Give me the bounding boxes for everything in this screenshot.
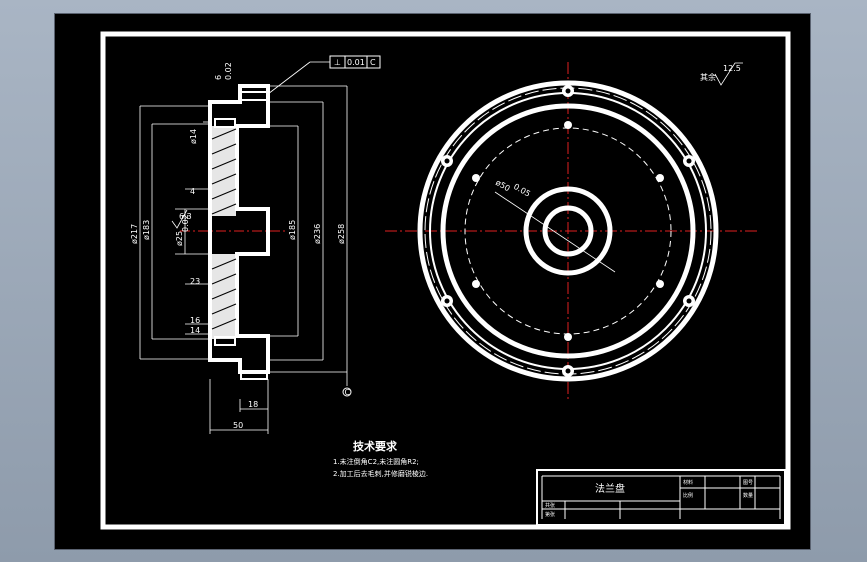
tb-cell-5: 共张 (545, 502, 555, 509)
dim-top-6: 6 (214, 75, 223, 80)
section-hole-lower (214, 336, 236, 346)
gdt-datum: C (370, 58, 376, 67)
dim-d258: ø258 (337, 224, 346, 244)
boss-circle (523, 186, 613, 276)
hub-outer-circle (440, 103, 696, 359)
tb-cell-1: 材料 (683, 479, 693, 486)
dim-d25: ø25 (175, 231, 184, 246)
part-name: 法兰盘 (595, 482, 625, 495)
leader-d50 (494, 191, 616, 273)
section-bolt-hole-bottom (240, 370, 268, 380)
dim-d25-tol: 0.02 (181, 214, 190, 232)
gdt-frame (329, 55, 381, 69)
drawing-sheet: C ⊥ 0.01 C ø217 ø183 ø185 ø236 ø258 ø14 … (55, 14, 810, 549)
tech-req-line-2: 2.加工后去毛刺,并修磨锐棱边. (333, 469, 428, 478)
title-block: 法兰盘 材料 比例 图号 数量 共张 第张 (536, 469, 786, 526)
dim-d14: ø14 (189, 129, 198, 144)
dim-d185: ø185 (288, 220, 297, 240)
roughness-symbol-small (171, 209, 188, 229)
tb-cell-2: 比例 (683, 492, 693, 499)
flange-section-outline (208, 84, 270, 374)
datum-c-circle (342, 387, 352, 397)
section-hole-upper (214, 118, 236, 128)
dim-width-18: 18 (248, 400, 258, 409)
dim-top-6-tol: 0.02 (224, 62, 233, 80)
roughness-note: 其余 12.5 (700, 62, 743, 86)
dim-d217: ø217 (130, 224, 139, 244)
tech-requirements: 技术要求 1.未注倒角C2,未注圆角R2; 2.加工后去毛刺,并修磨锐棱边. (333, 439, 428, 478)
gdt-symbol: ⊥ (334, 58, 341, 67)
hatch-upper (212, 126, 236, 216)
section-view: C ⊥ 0.01 C ø217 ø183 ø185 ø236 ø258 ø14 … (130, 55, 381, 434)
dim-h4: 4 (190, 187, 195, 196)
roughness-symbol (714, 62, 743, 86)
cad-drawing: C ⊥ 0.01 C ø217 ø183 ø185 ø236 ø258 ø14 … (100, 31, 791, 530)
datum-c-label: C (345, 388, 351, 397)
hatch-lines (211, 128, 237, 330)
outer-bolt-holes (441, 85, 695, 377)
gdt-tolerance: 0.01 (347, 58, 365, 67)
dim-d50-tol: 0.05 (512, 182, 532, 199)
roughness-note-value: 12.5 (723, 64, 741, 73)
bore-circle (542, 205, 594, 257)
dim-d50: ø50 (494, 178, 512, 193)
front-view: ø50 0.05 (385, 62, 760, 399)
section-bolt-hole-top (240, 91, 268, 101)
dim-h16: 16 (190, 316, 200, 325)
roughness-note-label: 其余 (700, 72, 716, 82)
drawing-border (100, 31, 791, 530)
dim-width-50: 50 (233, 421, 243, 430)
dim-h23: 23 (190, 277, 200, 286)
outer-flange-circle (417, 80, 719, 382)
dim-d183: ø183 (142, 220, 151, 240)
inner-holes (472, 121, 664, 341)
dim-roughness-63: 6.3 (179, 212, 192, 221)
tech-req-title: 技术要求 (353, 439, 398, 453)
hatch-lower (212, 254, 236, 339)
tb-cell-6: 第张 (545, 511, 555, 518)
dimension-lines (139, 61, 348, 434)
dim-h14: 14 (190, 326, 200, 335)
tech-req-line-1: 1.未注倒角C2,未注圆角R2; (333, 457, 419, 466)
dim-d236: ø236 (313, 224, 322, 244)
tb-cell-4: 数量 (743, 492, 753, 499)
tb-cell-3: 图号 (743, 480, 753, 486)
